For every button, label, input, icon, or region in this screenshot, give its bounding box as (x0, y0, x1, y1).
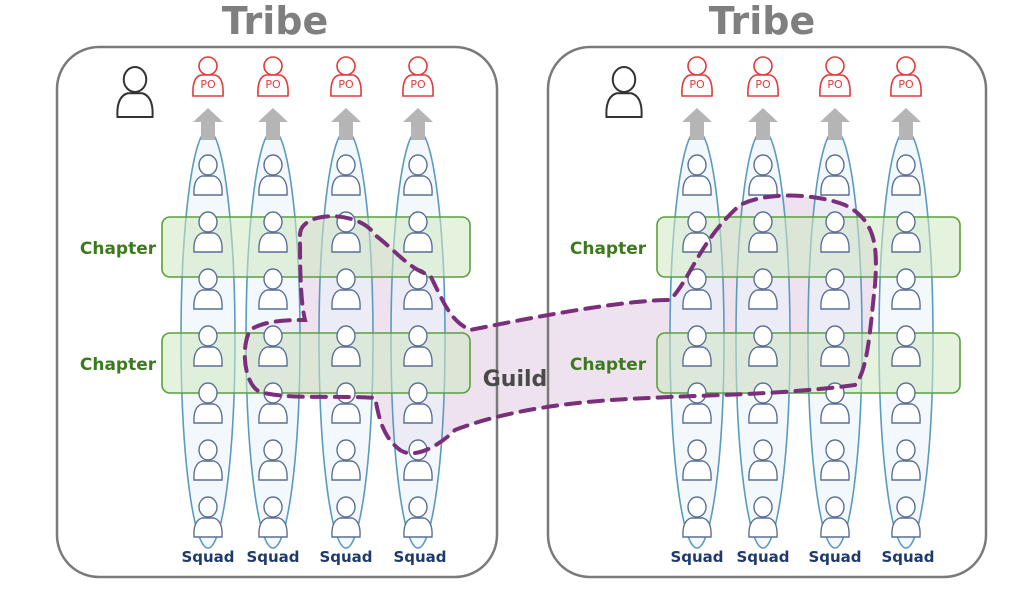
po-label: PO (689, 78, 705, 91)
po-label: PO (200, 78, 216, 91)
arrow-up-icon (258, 108, 288, 140)
tribe-left: TribeChapterChapterPOSquadPOSquadPOSquad… (55, 0, 499, 579)
chapter-band (161, 332, 471, 394)
chapter-label: Chapter (570, 239, 647, 259)
tribe-box (55, 45, 499, 579)
po-label: PO (410, 78, 426, 91)
po-label: PO (898, 78, 914, 91)
person-icon (116, 66, 154, 118)
chapter-band (656, 216, 961, 278)
arrow-up-icon (193, 108, 223, 140)
chapter-label: Chapter (570, 355, 647, 375)
arrow-up-icon (748, 108, 778, 140)
tribe-right: TribeChapterChapterPOSquadPOSquadPOSquad… (546, 0, 988, 579)
squad-label: Squad (319, 548, 372, 566)
chapter-label: Chapter (80, 355, 157, 375)
tribe-title: Tribe (222, 0, 329, 43)
chapter-band (656, 332, 961, 394)
chapter-label: Chapter (80, 239, 157, 259)
arrow-up-icon (891, 108, 921, 140)
squad-label: Squad (808, 548, 861, 566)
squad-label: Squad (393, 548, 446, 566)
po-label: PO (827, 78, 843, 91)
squad-label: Squad (736, 548, 789, 566)
squad-label: Squad (181, 548, 234, 566)
product-owner-icon: PO (681, 56, 713, 97)
product-owner-icon: PO (890, 56, 922, 97)
product-owner-icon: PO (402, 56, 434, 97)
arrow-up-icon (820, 108, 850, 140)
product-owner-icon: PO (747, 56, 779, 97)
po-label: PO (265, 78, 281, 91)
squad-label: Squad (246, 548, 299, 566)
product-owner-icon: PO (257, 56, 289, 97)
person-icon (605, 66, 643, 118)
arrow-up-icon (403, 108, 433, 140)
guild-label: Guild (483, 367, 548, 392)
product-owner-icon: PO (330, 56, 362, 97)
squad-label: Squad (881, 548, 934, 566)
tribe-box (546, 45, 988, 579)
product-owner-icon: PO (819, 56, 851, 97)
arrow-up-icon (682, 108, 712, 140)
po-label: PO (338, 78, 354, 91)
arrow-up-icon (331, 108, 361, 140)
product-owner-icon: PO (192, 56, 224, 97)
squad-label: Squad (670, 548, 723, 566)
po-label: PO (755, 78, 771, 91)
tribe-title: Tribe (709, 0, 816, 43)
